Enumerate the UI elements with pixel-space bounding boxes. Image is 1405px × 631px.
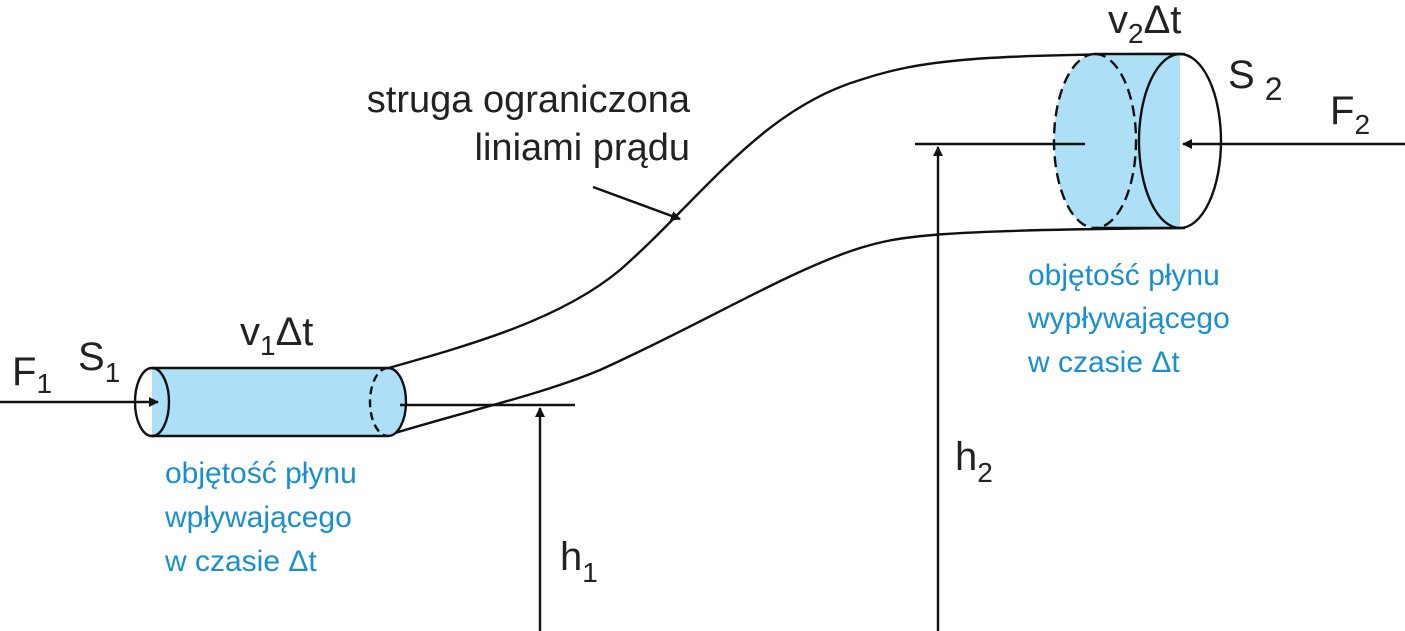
label-v1-dt: v1Δt [240, 310, 313, 361]
inflow-volume-cylinder [133, 366, 408, 438]
stream-label-line2: liniami prądu [475, 127, 690, 169]
outflow-caption-line3: w czasie Δt [1027, 346, 1180, 379]
label-v2-dt: v2Δt [1108, 0, 1181, 49]
inflow-caption-line3: w czasie Δt [164, 545, 317, 578]
inflow-caption-line2: wpływającego [164, 501, 352, 534]
inflow-caption-line1: objętość płynu [165, 457, 357, 490]
stream-tube-lower-wall [384, 226, 1186, 438]
outflow-volume-cylinder [1052, 52, 1223, 230]
label-f1: F1 [12, 350, 52, 399]
label-h2: h2 [955, 435, 993, 488]
label-h1: h1 [560, 535, 598, 588]
label-f2: F2 [1330, 89, 1370, 140]
outflow-caption-line1: objętość płynu [1028, 259, 1220, 292]
label-s1: S1 [78, 335, 120, 388]
stream-label-pointer-arrow [592, 185, 681, 221]
stream-label-line1: struga ograniczona [367, 79, 691, 121]
stream-tube-upper-wall [384, 52, 1186, 371]
outlet-face-s2 [1137, 52, 1223, 230]
outflow-caption-line2: wypływającego [1027, 302, 1230, 335]
